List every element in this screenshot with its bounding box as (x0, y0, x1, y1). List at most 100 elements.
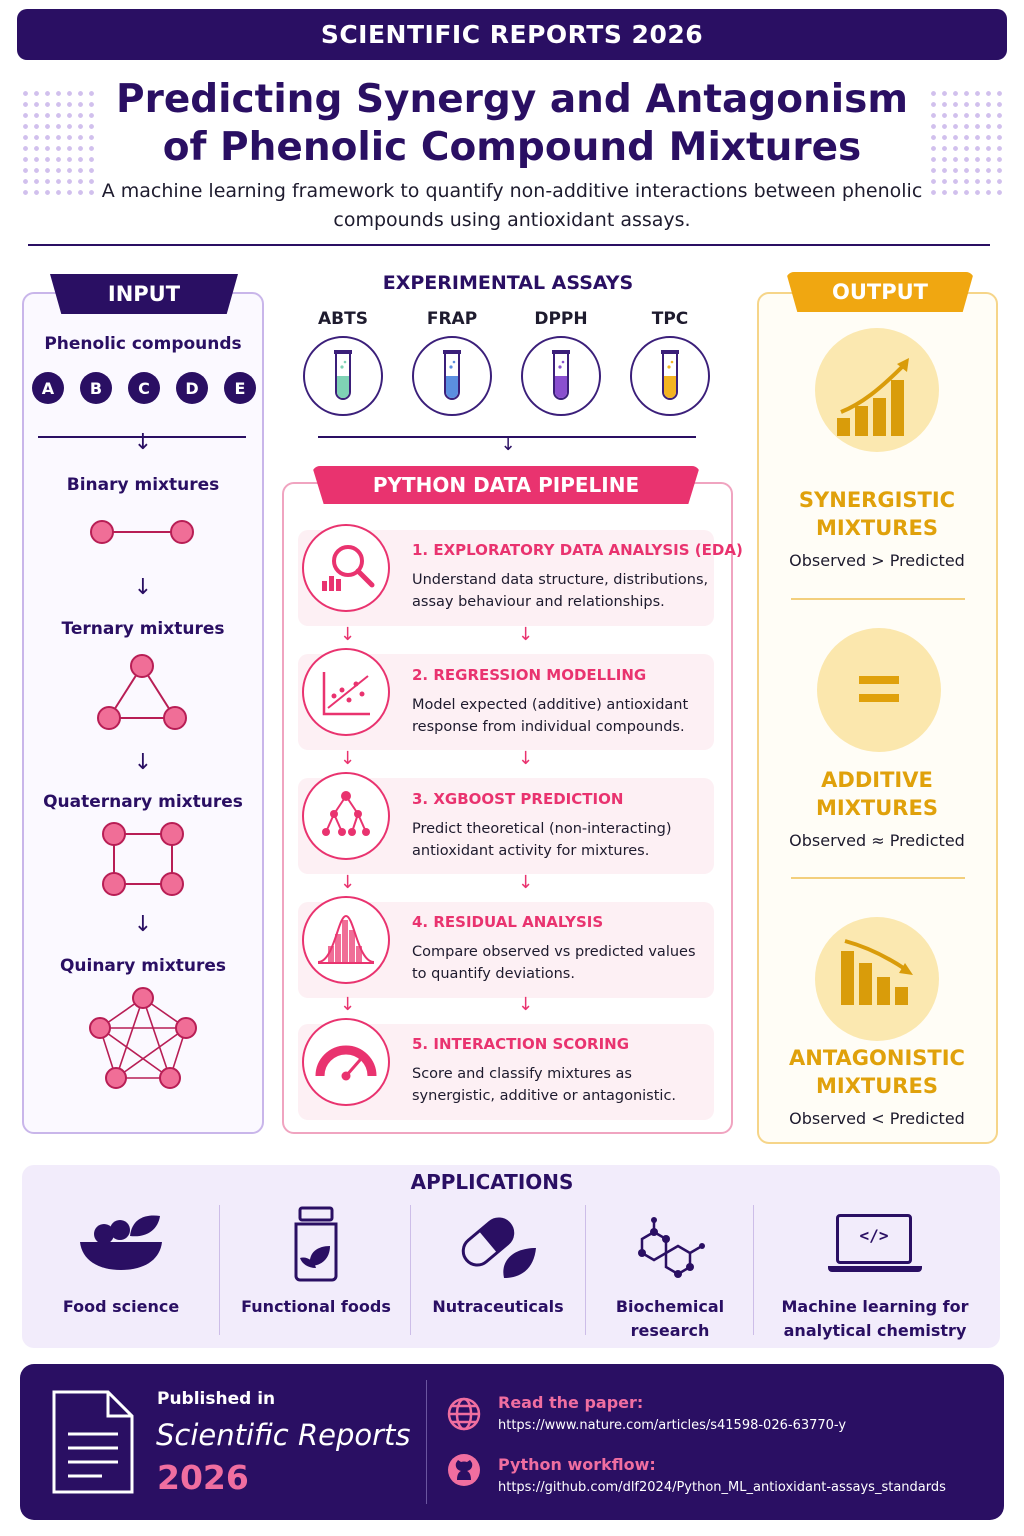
app-biochemical-l1: Biochemical (615, 1297, 725, 1316)
publication-year: 2026 (157, 1458, 249, 1497)
applications-title: APPLICATIONS (410, 1170, 574, 1194)
test-tube-dpph (521, 336, 601, 416)
github-icon (448, 1454, 480, 1486)
assays-divider (318, 436, 696, 438)
arrow-down-icon: ↓ (500, 434, 516, 455)
magnifier-chart-icon (302, 524, 390, 612)
title-line-2: of Phenolic Compound Mixtures (162, 125, 862, 170)
step-4-desc-line-1: Compare observed vs predicted values (412, 944, 696, 960)
tree-network-icon (302, 772, 390, 860)
compound-list: A B C D E (32, 372, 256, 406)
assays-title: EXPERIMENTAL ASSAYS (382, 272, 634, 294)
paper-link-url[interactable]: https://www.nature.com/articles/s41598-0… (498, 1418, 847, 1433)
decorative-dots-left (20, 88, 98, 198)
step-1-title: 1. EXPLORATORY DATA ANALYSIS (EDA) (412, 541, 743, 559)
ternary-mixtures-label: Ternary mixtures (61, 619, 225, 639)
quaternary-mixture-graph (102, 822, 184, 896)
antagonistic-title: ANTAGONISTIC MIXTURES (777, 1044, 977, 1100)
input-tab: INPUT (50, 274, 238, 314)
quinary-mixtures-label: Quinary mixtures (59, 956, 227, 976)
arrow-down-icon: ↓ (133, 430, 153, 455)
published-in-label: Published in (157, 1389, 276, 1409)
decorative-dots-right (928, 88, 1006, 198)
compound-a: A (32, 372, 64, 404)
app-food-science-l1: Food science (62, 1297, 180, 1316)
arrow-down-icon: ↓ (340, 994, 356, 1015)
app-biochemical-l2: research (630, 1321, 710, 1340)
synergistic-title: SYNERGISTIC MIXTURES (777, 486, 977, 542)
header-divider (28, 244, 990, 246)
footer-divider (426, 1380, 427, 1504)
rising-bars-icon-graphic (837, 358, 909, 436)
test-tube-icon (552, 350, 570, 400)
paper-link-label: Read the paper: (498, 1393, 644, 1412)
antagonistic-title-line-2: MIXTURES (816, 1074, 938, 1098)
synergistic-rule: Observed > Predicted (789, 551, 965, 570)
step-2-title: 2. REGRESSION MODELLING (412, 666, 647, 684)
input-divider (38, 436, 246, 438)
pipeline-tab-label: PYTHON DATA PIPELINE (372, 473, 640, 497)
output-tab-label: OUTPUT (832, 280, 928, 304)
magnifier-chart-icon-graphic (322, 545, 375, 591)
step-5-title: 5. INTERACTION SCORING (412, 1035, 630, 1053)
ternary-mixture-graph (97, 654, 187, 730)
scatter-regression-icon-graphic (322, 672, 370, 716)
synergistic-title-line-2: MIXTURES (816, 516, 938, 540)
test-tube-abts (303, 336, 383, 416)
app-label-food-science: Food science (30, 1295, 212, 1319)
step-3-title: 3. XGBOOST PREDICTION (412, 790, 624, 808)
molecule-icon (638, 1217, 705, 1278)
histogram-curve-icon (302, 896, 390, 984)
rising-bars-icon (815, 328, 939, 452)
step-1-desc-line-2: assay behaviour and relationships. (412, 594, 665, 610)
laptop-code-icon: </> (828, 1214, 922, 1276)
test-tube-icon (334, 350, 352, 400)
arrow-down-icon: ↓ (518, 994, 534, 1015)
arrow-down-icon: ↓ (133, 575, 153, 600)
page-title: Predicting Synergy and Antagonism of Phe… (60, 76, 964, 172)
arrow-down-icon: ↓ (340, 872, 356, 893)
output-divider (791, 598, 965, 600)
step-3-desc-line-2: antioxidant activity for mixtures. (412, 843, 650, 859)
test-tube-icon (443, 350, 461, 400)
falling-bars-icon (815, 917, 939, 1041)
gauge-icon-graphic (315, 1045, 377, 1081)
assay-label-frap: FRAP (426, 309, 478, 329)
supplement-jar-icon (294, 1206, 338, 1282)
app-label-ml-analytical: Machine learning for analytical chemistr… (760, 1295, 990, 1343)
pipeline-tab: PYTHON DATA PIPELINE (312, 466, 700, 504)
footer-panel (20, 1364, 1004, 1520)
binary-mixtures-label: Binary mixtures (66, 475, 220, 495)
assay-label-tpc: TPC (651, 309, 689, 329)
step-1-description: Understand data structure, distributions… (412, 569, 708, 613)
binary-mixture-graph (90, 520, 194, 544)
falling-bars-icon-graphic (841, 939, 913, 1005)
phenolic-compounds-label: Phenolic compounds (44, 334, 242, 354)
histogram-curve-icon-graphic (317, 914, 375, 964)
workflow-link-url[interactable]: https://github.com/dlf2024/Python_ML_ant… (498, 1480, 946, 1495)
additive-title-line-2: MIXTURES (816, 796, 938, 820)
step-5-description: Score and classify mixtures as synergist… (412, 1063, 676, 1107)
app-label-nutraceuticals: Nutraceuticals (412, 1295, 584, 1319)
test-tube-tpc (630, 336, 710, 416)
additive-rule: Observed ≈ Predicted (789, 831, 965, 850)
assay-label-abts: ABTS (318, 309, 368, 329)
step-3-description: Predict theoretical (non-interacting) an… (412, 818, 672, 862)
step-4-title: 4. RESIDUAL ANALYSIS (412, 913, 604, 931)
quinary-mixture-graph (89, 987, 197, 1089)
banner-text: SCIENTIFIC REPORTS 2026 (320, 20, 704, 49)
tree-network-icon-graphic (322, 791, 370, 836)
app-label-functional-foods: Functional foods (226, 1295, 406, 1319)
output-tab: OUTPUT (786, 272, 974, 312)
document-icon (52, 1390, 134, 1494)
step-3-desc-line-1: Predict theoretical (non-interacting) (412, 821, 672, 837)
synergistic-title-line-1: SYNERGISTIC (798, 488, 956, 512)
step-2-desc-line-2: response from individual compounds. (412, 719, 685, 735)
journal-banner: SCIENTIFIC REPORTS 2026 (17, 9, 1007, 60)
equals-icon (817, 628, 941, 752)
applications-divider (585, 1205, 586, 1335)
scatter-regression-icon (302, 648, 390, 736)
applications-divider (410, 1205, 411, 1335)
journal-name: Scientific Reports (156, 1418, 411, 1452)
input-tab-label: INPUT (107, 282, 181, 306)
